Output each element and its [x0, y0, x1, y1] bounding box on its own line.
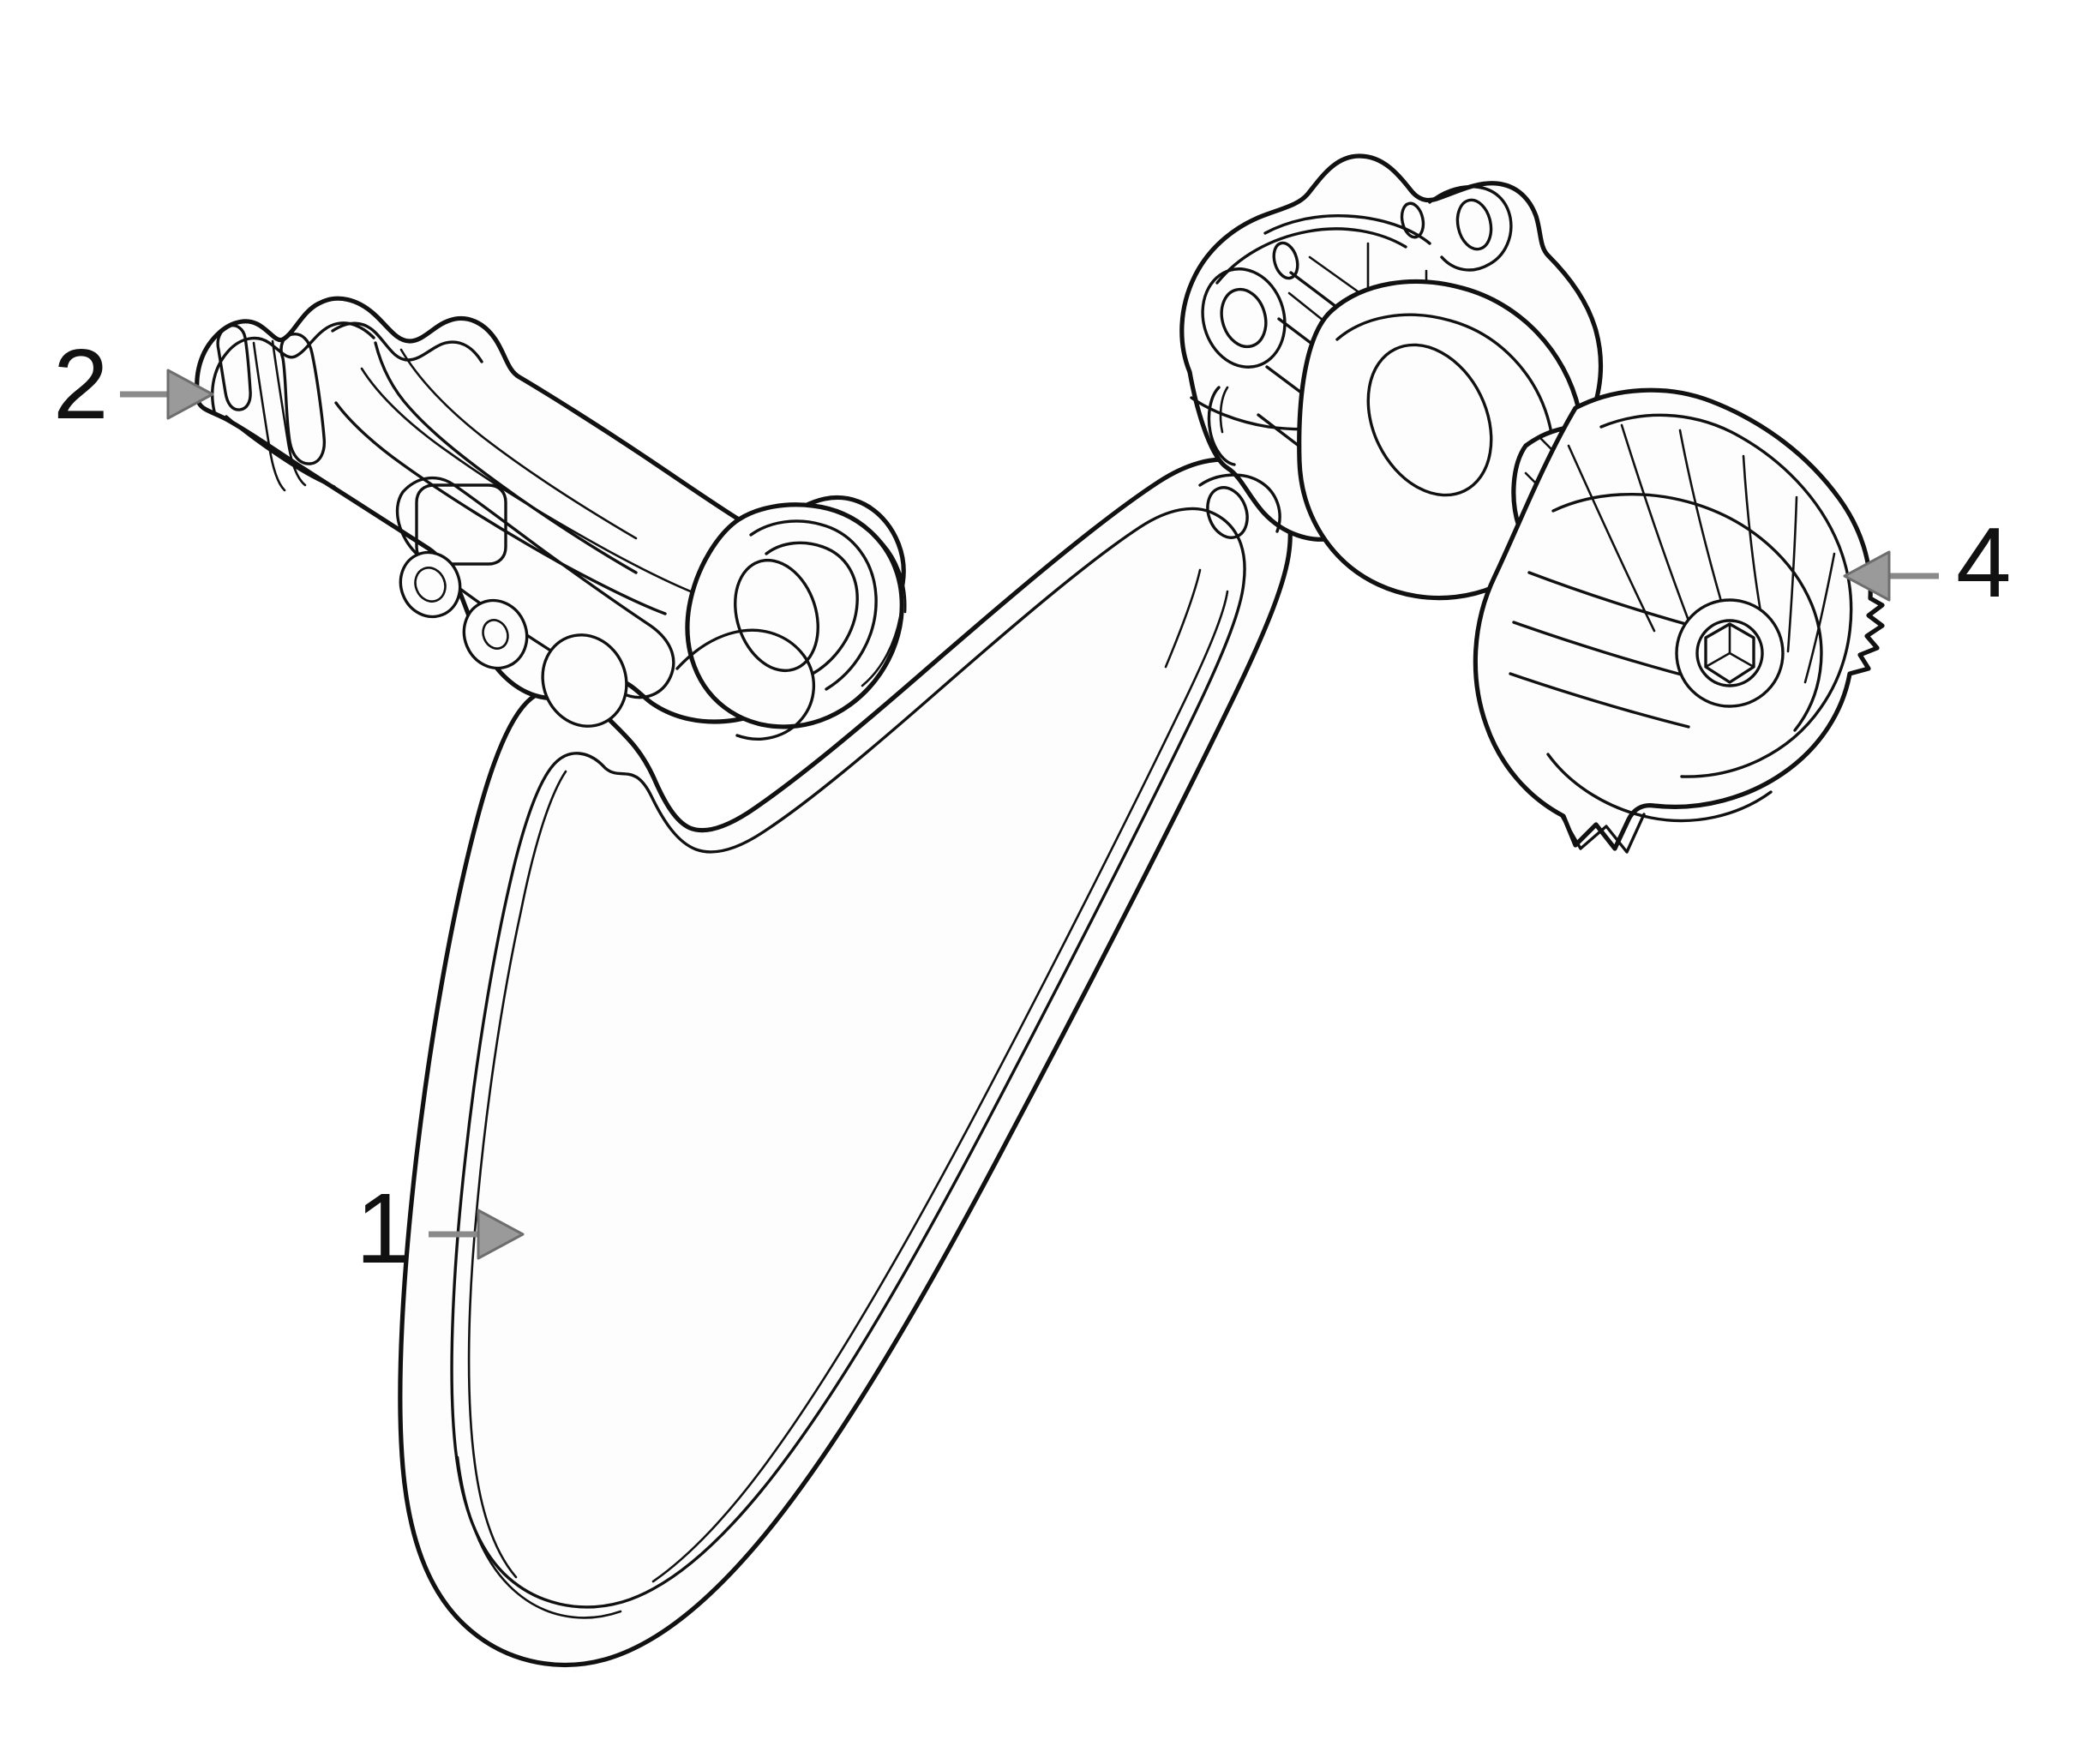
- callout-arrow-1: [429, 1209, 525, 1260]
- tensioner-bracket-lower: [225, 415, 336, 489]
- tensioner-pulley-ring-1: [749, 519, 878, 691]
- tensioner-pulley-rim-edge-2: [861, 615, 902, 687]
- tensioner-ridge-1: [252, 341, 286, 492]
- alternator-fan-housing: [1473, 387, 1885, 851]
- alternator-rear-bore: [1366, 343, 1493, 497]
- alternator-fan-blades: [1509, 423, 1836, 729]
- alternator-lower-foot: [1560, 813, 1646, 854]
- alternator-left-tab-inner: [1219, 386, 1229, 434]
- belt-bottom-crease: [456, 1455, 622, 1619]
- tensioner-arm-crease: [360, 367, 715, 602]
- tensioner-bracket-slot: [216, 324, 252, 411]
- tensioner-arm-ghost: [399, 348, 638, 540]
- tensioner-pulley-hub: [734, 558, 819, 673]
- alternator-bolt-hole-top-centre: [1400, 201, 1425, 239]
- belt-notch-detail: [1164, 568, 1202, 669]
- tensioner-pulley-rim-edge: [876, 537, 907, 614]
- tensioner-arm-shoulder: [374, 341, 638, 574]
- alternator-bolt-hole-lower-left: [1206, 486, 1249, 539]
- alternator-lower-skirt: [1546, 753, 1773, 823]
- alternator-pulley-hub-inner: [1695, 619, 1764, 687]
- tensioner-bolt-hole-2: [462, 598, 529, 670]
- tensioner-pulley-sleeve: [675, 628, 816, 741]
- tensioner-arm-lower: [334, 401, 667, 615]
- tensioner-ridge-2: [271, 339, 307, 487]
- alternator-left-tab: [1207, 386, 1236, 466]
- tensioner-pulley-ring-2: [765, 541, 859, 675]
- alternator-lower-ear: [1198, 473, 1281, 533]
- belt-rib-line-right: [651, 590, 1229, 1583]
- alternator-fan-housing-arc: [1599, 413, 1853, 778]
- part-2-belt-tensioner-assembly: [195, 296, 907, 741]
- alternator-bolt-hole-top-right: [1455, 198, 1493, 251]
- alternator-boss-upper-left-inner: [1220, 287, 1268, 349]
- callout-arrow-2: [120, 369, 214, 420]
- callout-label-2: 2: [53, 328, 109, 440]
- belt-rib-line-left: [467, 770, 567, 1579]
- alternator-bolt-hole-mid-left: [1272, 241, 1299, 280]
- belt-outer-edge: [398, 457, 1293, 1667]
- belt-inner-edge: [450, 507, 1246, 1609]
- tensioner-bolt-hole-1: [399, 550, 462, 619]
- tensioner-bracket-slot-2: [279, 333, 327, 465]
- tensioner-bolt-hole-1-inner: [414, 567, 447, 603]
- part-1-serpentine-drive-belt: [398, 457, 1293, 1667]
- callout-arrow-4: [1843, 550, 1939, 602]
- callout-label-4: 4: [1956, 507, 2012, 618]
- callout-label-1: 1: [356, 1173, 411, 1284]
- callout-arrows: [120, 369, 1939, 1260]
- alternator-face-plane-1: [1263, 213, 1431, 245]
- alternator-lug-top-right: [1428, 185, 1513, 272]
- alternator-front-plate: [1551, 492, 1823, 732]
- part-4-alternator-with-pulley: [1179, 153, 1885, 854]
- tensioner-bolt-hole-3: [541, 633, 628, 728]
- tensioner-bolt-hole-2-inner: [482, 619, 509, 650]
- alternator-hex-nut-face: [1704, 622, 1755, 669]
- alternator-face-plane-2: [1215, 227, 1407, 285]
